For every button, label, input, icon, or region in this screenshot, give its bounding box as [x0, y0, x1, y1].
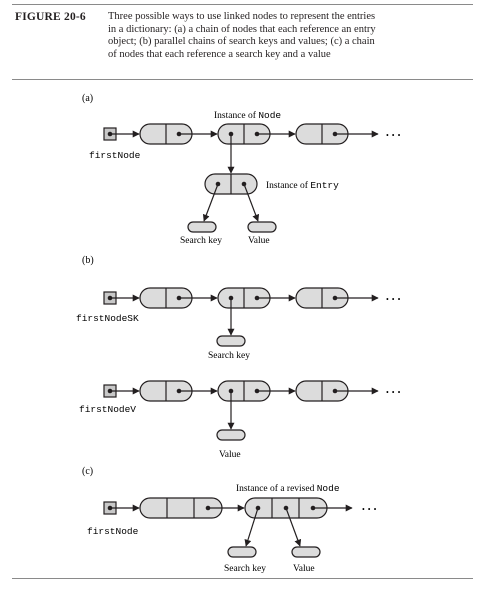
diagram-shapes	[103, 123, 379, 558]
figure-number: FIGURE 20-6	[15, 11, 86, 23]
figure-caption: Three possible ways to use linked nodes …	[108, 11, 428, 61]
part-a-search-key-oval	[187, 221, 217, 233]
part-c-search-key-label: Search key	[224, 564, 266, 574]
caption-rule	[12, 79, 473, 80]
part-c-value-oval	[291, 546, 321, 558]
part-a-head-label: firstNode	[89, 150, 141, 161]
caption-line: object; (b) parallel chains of search ke…	[108, 36, 375, 48]
part-a-value-oval	[247, 221, 277, 233]
part-b-search-key-oval	[216, 335, 246, 347]
caption-line: in a dictionary: (a) a chain of nodes th…	[108, 23, 376, 35]
bottom-rule	[12, 578, 473, 579]
part-a-ellipsis: • • •	[386, 131, 401, 140]
part-c-value-label: Value	[293, 564, 315, 574]
part-c-value-arrow	[285, 507, 302, 547]
part-a-entry-caption: Instance of Entry	[266, 180, 339, 191]
part-b-search-key-label: Search key	[208, 351, 250, 361]
part-c-label: (c)	[82, 466, 93, 477]
part-a-label: (a)	[82, 93, 93, 104]
part-b-values-ellipsis: • • •	[386, 388, 401, 397]
part-c-head-label: firstNode	[87, 526, 139, 537]
part-b-value-label: Value	[219, 450, 241, 460]
part-a-key-arrow	[202, 183, 219, 222]
part-c-ellipsis: • • •	[362, 505, 377, 514]
top-rule	[12, 4, 473, 5]
part-b-label: (b)	[82, 255, 94, 266]
part-a-value-label: Value	[248, 236, 270, 246]
part-b-keys-head-label: firstNodeSK	[76, 313, 139, 324]
part-b-keys-ellipsis: • • •	[386, 295, 401, 304]
caption-line: Three possible ways to use linked nodes …	[108, 11, 376, 22]
part-c-key-arrow	[244, 507, 259, 547]
part-a-search-key-label: Search key	[180, 236, 222, 246]
part-b-value-oval	[216, 429, 246, 441]
part-a-node-caption: Instance of Node	[214, 110, 281, 121]
caption-line: of nodes that each reference a search ke…	[108, 48, 331, 60]
part-a-value-arrow	[243, 183, 260, 222]
part-b-values-head-label: firstNodeV	[79, 404, 136, 415]
part-c-search-key-oval	[227, 546, 257, 558]
part-c-node-caption: Instance of a revised Node	[236, 483, 340, 494]
